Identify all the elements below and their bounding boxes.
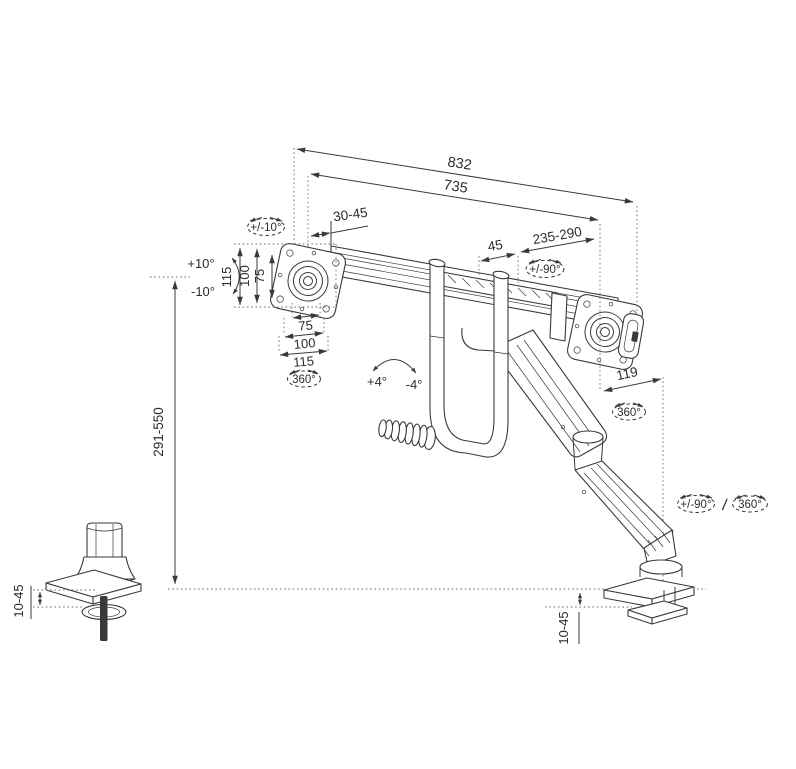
base-rotate-label: 360°: [738, 499, 762, 511]
plate-h-mid-label: 100: [293, 335, 316, 352]
badge-base-rotate: 360°: [732, 494, 768, 513]
carriage-width-label: 45: [487, 237, 504, 254]
clamp-thickness-label: 10-45: [556, 611, 571, 644]
base-pan-label: +/-90°: [680, 499, 711, 511]
grommet-column: [86, 522, 123, 558]
plate-v-inner-label: 75: [252, 269, 267, 283]
dim-end-offset: [310, 231, 331, 238]
dim-forearm: [603, 377, 662, 393]
arm-wrist: [643, 529, 677, 567]
swivel-arc: [231, 257, 240, 295]
bar-tilt-down-label: -4°: [406, 377, 423, 392]
dim-vesa-span: [310, 172, 599, 222]
base-ring: [639, 559, 683, 575]
swivel-up-label: +10°: [187, 256, 214, 271]
grommet-thickness-label: 10-45: [11, 584, 26, 617]
forearm-offset-label: 119: [615, 364, 639, 383]
adjustment-grip: [378, 419, 436, 451]
height-range-label: 291-550: [151, 407, 166, 457]
vesa-span-label: 735: [442, 177, 468, 197]
left-vesa-plate: [269, 242, 347, 320]
elbow-rotate-label: 360°: [617, 407, 641, 419]
badge-vesa-rotate: 360°: [287, 369, 321, 388]
grommet-mount: [45, 522, 142, 641]
dim-carriage: [480, 252, 516, 263]
bar-tilt-up-label: +4°: [367, 374, 387, 389]
quick-release-bracket: [617, 313, 645, 359]
grommet-bolt: [100, 596, 108, 641]
lower-arm: [574, 460, 683, 577]
dim-plate-h-mid: [284, 331, 324, 339]
dim-slide-range: [520, 237, 595, 254]
bar-tilt-arc: [372, 359, 417, 374]
slide-range-label: 235-290: [532, 224, 583, 247]
dim-plate-h-outer: [279, 348, 328, 358]
badge-separator: /: [721, 497, 728, 515]
plate-h-inner-label: 75: [298, 317, 314, 333]
badge-base-pan: +/-90°: [677, 494, 715, 513]
badge-vesa-tilt: +/-10°: [247, 217, 285, 236]
wrist-hatching: [640, 531, 671, 557]
overall-width-label: 832: [446, 154, 472, 173]
angle-labels: +10° -10° +4° -4°: [187, 256, 422, 392]
extension-lines: [33, 148, 638, 608]
rotation-arcs: [231, 257, 417, 374]
head-pan-label: +/-90°: [529, 264, 560, 276]
vesa-rotate-label: 360°: [292, 374, 316, 386]
vesa-tilt-label: +/-10°: [250, 222, 281, 234]
badge-head-pan: +/-90°: [525, 259, 565, 278]
swivel-down-label: -10°: [191, 284, 215, 299]
end-offset-label: 30-45: [332, 205, 368, 225]
rotation-badges: +/-10° 360° +/-90° 360° +/-90° /: [247, 217, 768, 515]
dimension-lines: [30, 147, 662, 644]
plate-h-outer-label: 115: [293, 353, 315, 370]
plate-v-mid-label: 100: [237, 265, 252, 287]
plate-v-outer-label: 115: [219, 267, 234, 288]
cable-handle: [378, 258, 510, 458]
arm-pivot-housing: [549, 292, 568, 342]
desk-clamp: [603, 577, 695, 625]
badge-elbow-rotate: 360°: [612, 402, 646, 421]
dim-plate-h-inner: [292, 313, 320, 320]
